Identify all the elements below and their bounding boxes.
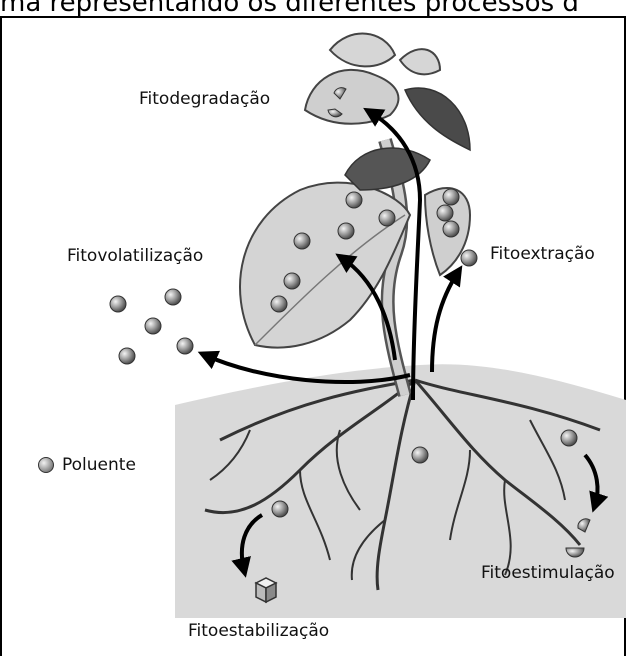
pollutant-dot	[379, 210, 395, 226]
pollutant-dot	[284, 273, 300, 289]
pollutant-dot	[294, 233, 310, 249]
label-phytoextraction: Fitoextração	[490, 244, 595, 264]
pollutant-dot	[119, 348, 135, 364]
pollutant-dot	[412, 447, 428, 463]
phytoextraction-arrow	[432, 272, 458, 372]
label-phytovolatilization: Fitovolatilização	[67, 246, 203, 266]
pollutant-dot	[437, 205, 453, 221]
pollutant-dot	[177, 338, 193, 354]
pollutant-dot	[346, 192, 362, 208]
pollutant-dot	[461, 250, 477, 266]
legend: Poluente	[38, 455, 136, 475]
pollutant-dot-icon	[38, 457, 54, 473]
pollutant-dot	[443, 189, 459, 205]
pollutant-dot	[145, 318, 161, 334]
label-phytostimulation: Fitoestimulação	[481, 563, 615, 583]
pollutant-dot	[165, 289, 181, 305]
top-leaf	[305, 70, 398, 124]
legend-label: Poluente	[62, 455, 136, 475]
pollutant-dot	[271, 296, 287, 312]
label-phytostabilization: Fitoestabilização	[188, 621, 329, 641]
right-dark-leaf	[405, 88, 470, 150]
pollutant-dot	[561, 430, 577, 446]
pollutant-dot	[443, 221, 459, 237]
pollutant-dot	[110, 296, 126, 312]
pollutant-dot	[272, 501, 288, 517]
stabilized-cube-icon	[256, 578, 276, 602]
label-phytodegradation: Fitodegradação	[139, 89, 270, 109]
pollutant-dot	[338, 223, 354, 239]
top-left-leaf	[330, 34, 395, 67]
top-right-leaf	[400, 49, 440, 74]
